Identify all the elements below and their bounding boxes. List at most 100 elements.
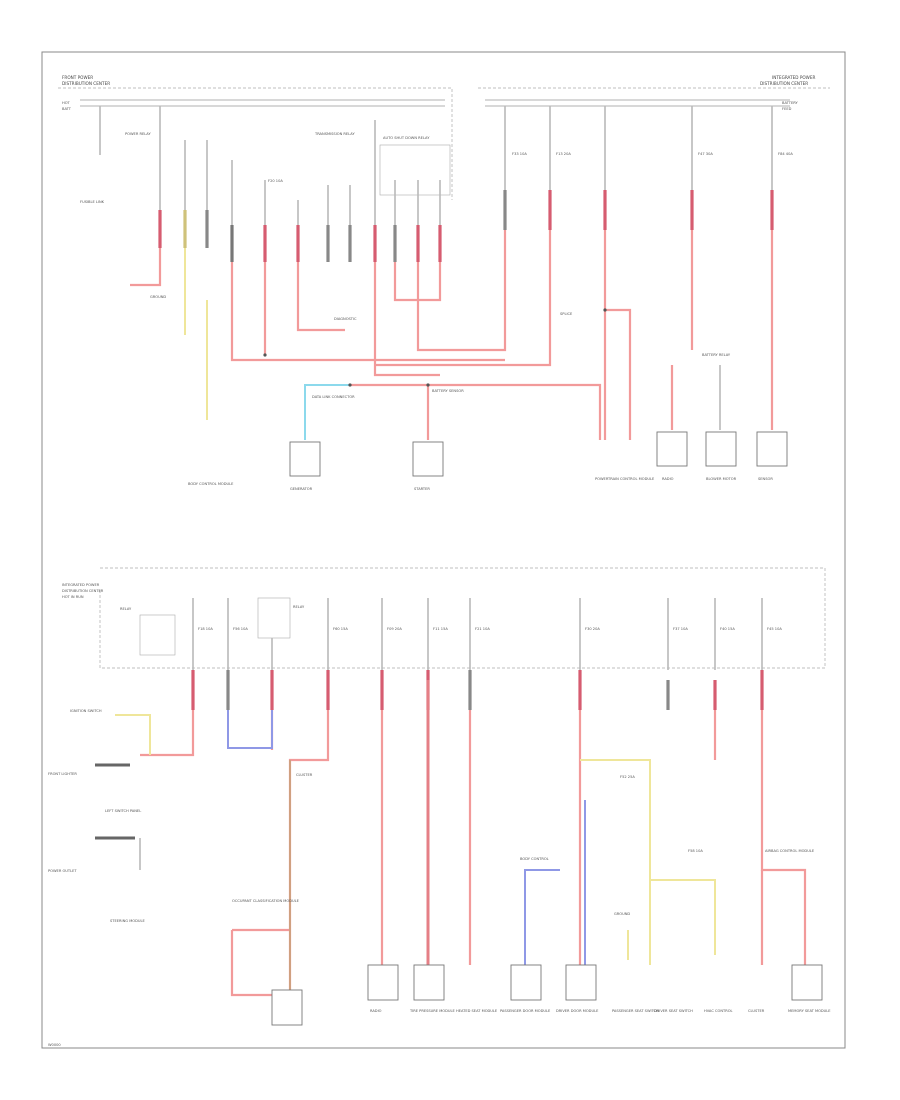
ignition-label: IGNITION SWITCH (70, 709, 102, 713)
fuse-f2: F33 10A (512, 152, 527, 156)
yellow-wire-3 (650, 879, 716, 955)
yellow-wire-2 (580, 759, 651, 965)
ipdc-bottom-box (99, 567, 826, 669)
bus-bar-left (80, 99, 445, 107)
front-pdc-box (58, 87, 453, 200)
fuse-f12: F30 20A (585, 627, 600, 631)
relay-b-label: RELAY (293, 605, 305, 609)
bus-left-1: HOT (62, 101, 71, 105)
heated-label: HEATED SEAT MODULE (456, 1009, 498, 1013)
bottom-drops (192, 598, 763, 670)
diagram-frame (41, 51, 846, 1049)
blue-wire-1 (227, 710, 273, 749)
bottom-connectors (191, 670, 764, 710)
tire-box (413, 964, 445, 1001)
fuse-f15: F45 10A (767, 627, 782, 631)
yellow-wire-1 (115, 714, 151, 755)
ipdc-title-2: DISTRIBUTION CENTER (62, 589, 104, 593)
airbag-label: AIRBAG CONTROL MODULE (765, 849, 815, 853)
pass-door-label: PASSENGER DOOR MODULE (500, 1009, 551, 1013)
fuse-f4: F47 30A (698, 152, 713, 156)
starter-box (412, 441, 444, 477)
fuse-f1: F20 10A (268, 179, 283, 183)
fuse-f11: F21 10A (475, 627, 490, 631)
relay-a-box (139, 614, 176, 656)
relay-a-label: RELAY (120, 607, 132, 611)
ground2-label: GROUND (614, 912, 630, 916)
splice-dots (263, 308, 607, 387)
fuse-f10: F11 15A (433, 627, 448, 631)
right-title-1: INTEGRATED POWER (772, 75, 815, 80)
fuse-f9: F09 20A (387, 627, 402, 631)
ipdc-title-1: INTEGRATED POWER (62, 583, 100, 587)
memory-box (791, 964, 823, 1001)
bottom-red-wiring (140, 680, 807, 997)
radio2-box (367, 964, 399, 1001)
top-drops (99, 106, 773, 225)
starter-label: STARTER (414, 487, 430, 491)
top-components (289, 431, 788, 477)
hot-run-label: HOT IN RUN (62, 595, 84, 599)
fuse-f5: F84 40A (778, 152, 793, 156)
radio-label: RADIO (662, 477, 674, 481)
power-outlet-label: POWER OUTLET (48, 869, 77, 873)
ground-wire-1 (95, 763, 135, 840)
fuse-f16: F52 25A (620, 775, 635, 779)
occupant-label: OCCUPANT CLASSIFICATION MODULE (232, 899, 300, 903)
sensor-label: SENSOR (758, 477, 773, 481)
yellow-wire-top (184, 248, 208, 420)
hvac-label: HVAC CONTROL (704, 1009, 733, 1013)
driver-door-label: DRIVER DOOR MODULE (556, 1009, 599, 1013)
left-title-1: FRONT POWER (62, 75, 93, 80)
diag-label: DIAGNOSTIC (334, 317, 357, 321)
memory-label: MEMORY SEAT MODULE (788, 1009, 831, 1013)
left-title-2: DISTRIBUTION CENTER (62, 81, 110, 86)
radio2-label: RADIO (370, 1009, 382, 1013)
generator-box (289, 441, 321, 477)
tire-label: TIRE PRESSURE MODULE (409, 1009, 456, 1013)
cluster2-label: CLUSTER (748, 1009, 765, 1013)
bus-right-1: BATTERY (782, 101, 799, 105)
steering-label: STEERING MODULE (110, 919, 146, 923)
driver-seat-label: DRIVER SEAT SWITCH (654, 1009, 693, 1013)
driver-door-box (565, 964, 597, 1001)
left-ctrl-label: LEFT SWITCH PANEL (105, 809, 141, 813)
relay-2-label: TRANSMISSION RELAY (314, 132, 355, 136)
top-connectors (158, 190, 774, 262)
front-lighter-label: FRONT LIGHTER (48, 772, 77, 776)
sensor-box (756, 431, 788, 467)
bus-right-2: FEED (782, 107, 792, 111)
pcm-label: POWERTRAIN CONTROL MODULE (595, 477, 655, 481)
battery-relay-label: BATTERY RELAY (702, 353, 731, 357)
fuse-f6: F18 10A (198, 627, 213, 631)
occupant-box (271, 989, 303, 1026)
blue-wire-2 (524, 869, 560, 965)
relay-3-label: AUTO SHUT DOWN RELAY (383, 136, 430, 140)
relay-b-box (257, 597, 291, 639)
footer-id: W0000 (48, 1043, 61, 1047)
relay-box-auto-shutdown (379, 144, 451, 196)
fuse-f3: F13 20A (556, 152, 571, 156)
cluster-mid-label: CLUSTER (296, 773, 313, 777)
blower-label: BLOWER MOTOR (706, 477, 737, 481)
splice-label: SPLICE (560, 312, 573, 316)
module-1-label: BODY CONTROL MODULE (188, 482, 234, 486)
bcm2-label: BODY CONTROL (520, 857, 549, 861)
bus-left-2: BATT (62, 107, 72, 111)
radio-box (656, 431, 688, 467)
pass-door-box (510, 964, 542, 1001)
bus-bar-right (485, 99, 790, 107)
generator-label: GENERATOR (290, 487, 313, 491)
fuse-f14: F40 15A (720, 627, 735, 631)
batt-sensor-label: BATTERY SENSOR (432, 389, 464, 393)
blower-box (705, 431, 737, 467)
right-title-2: DISTRIBUTION CENTER (760, 81, 808, 86)
relay-1-label: POWER RELAY (125, 132, 151, 136)
data-link-label: DATA LINK CONNECTOR (312, 395, 355, 399)
fusible-link-label: FUSIBLE LINK (80, 200, 105, 204)
fuse-f17: F58 10A (688, 849, 703, 853)
top-red-wiring (130, 230, 774, 440)
fuse-f13: F37 10A (673, 627, 688, 631)
fuse-f8: F60 15A (333, 627, 348, 631)
